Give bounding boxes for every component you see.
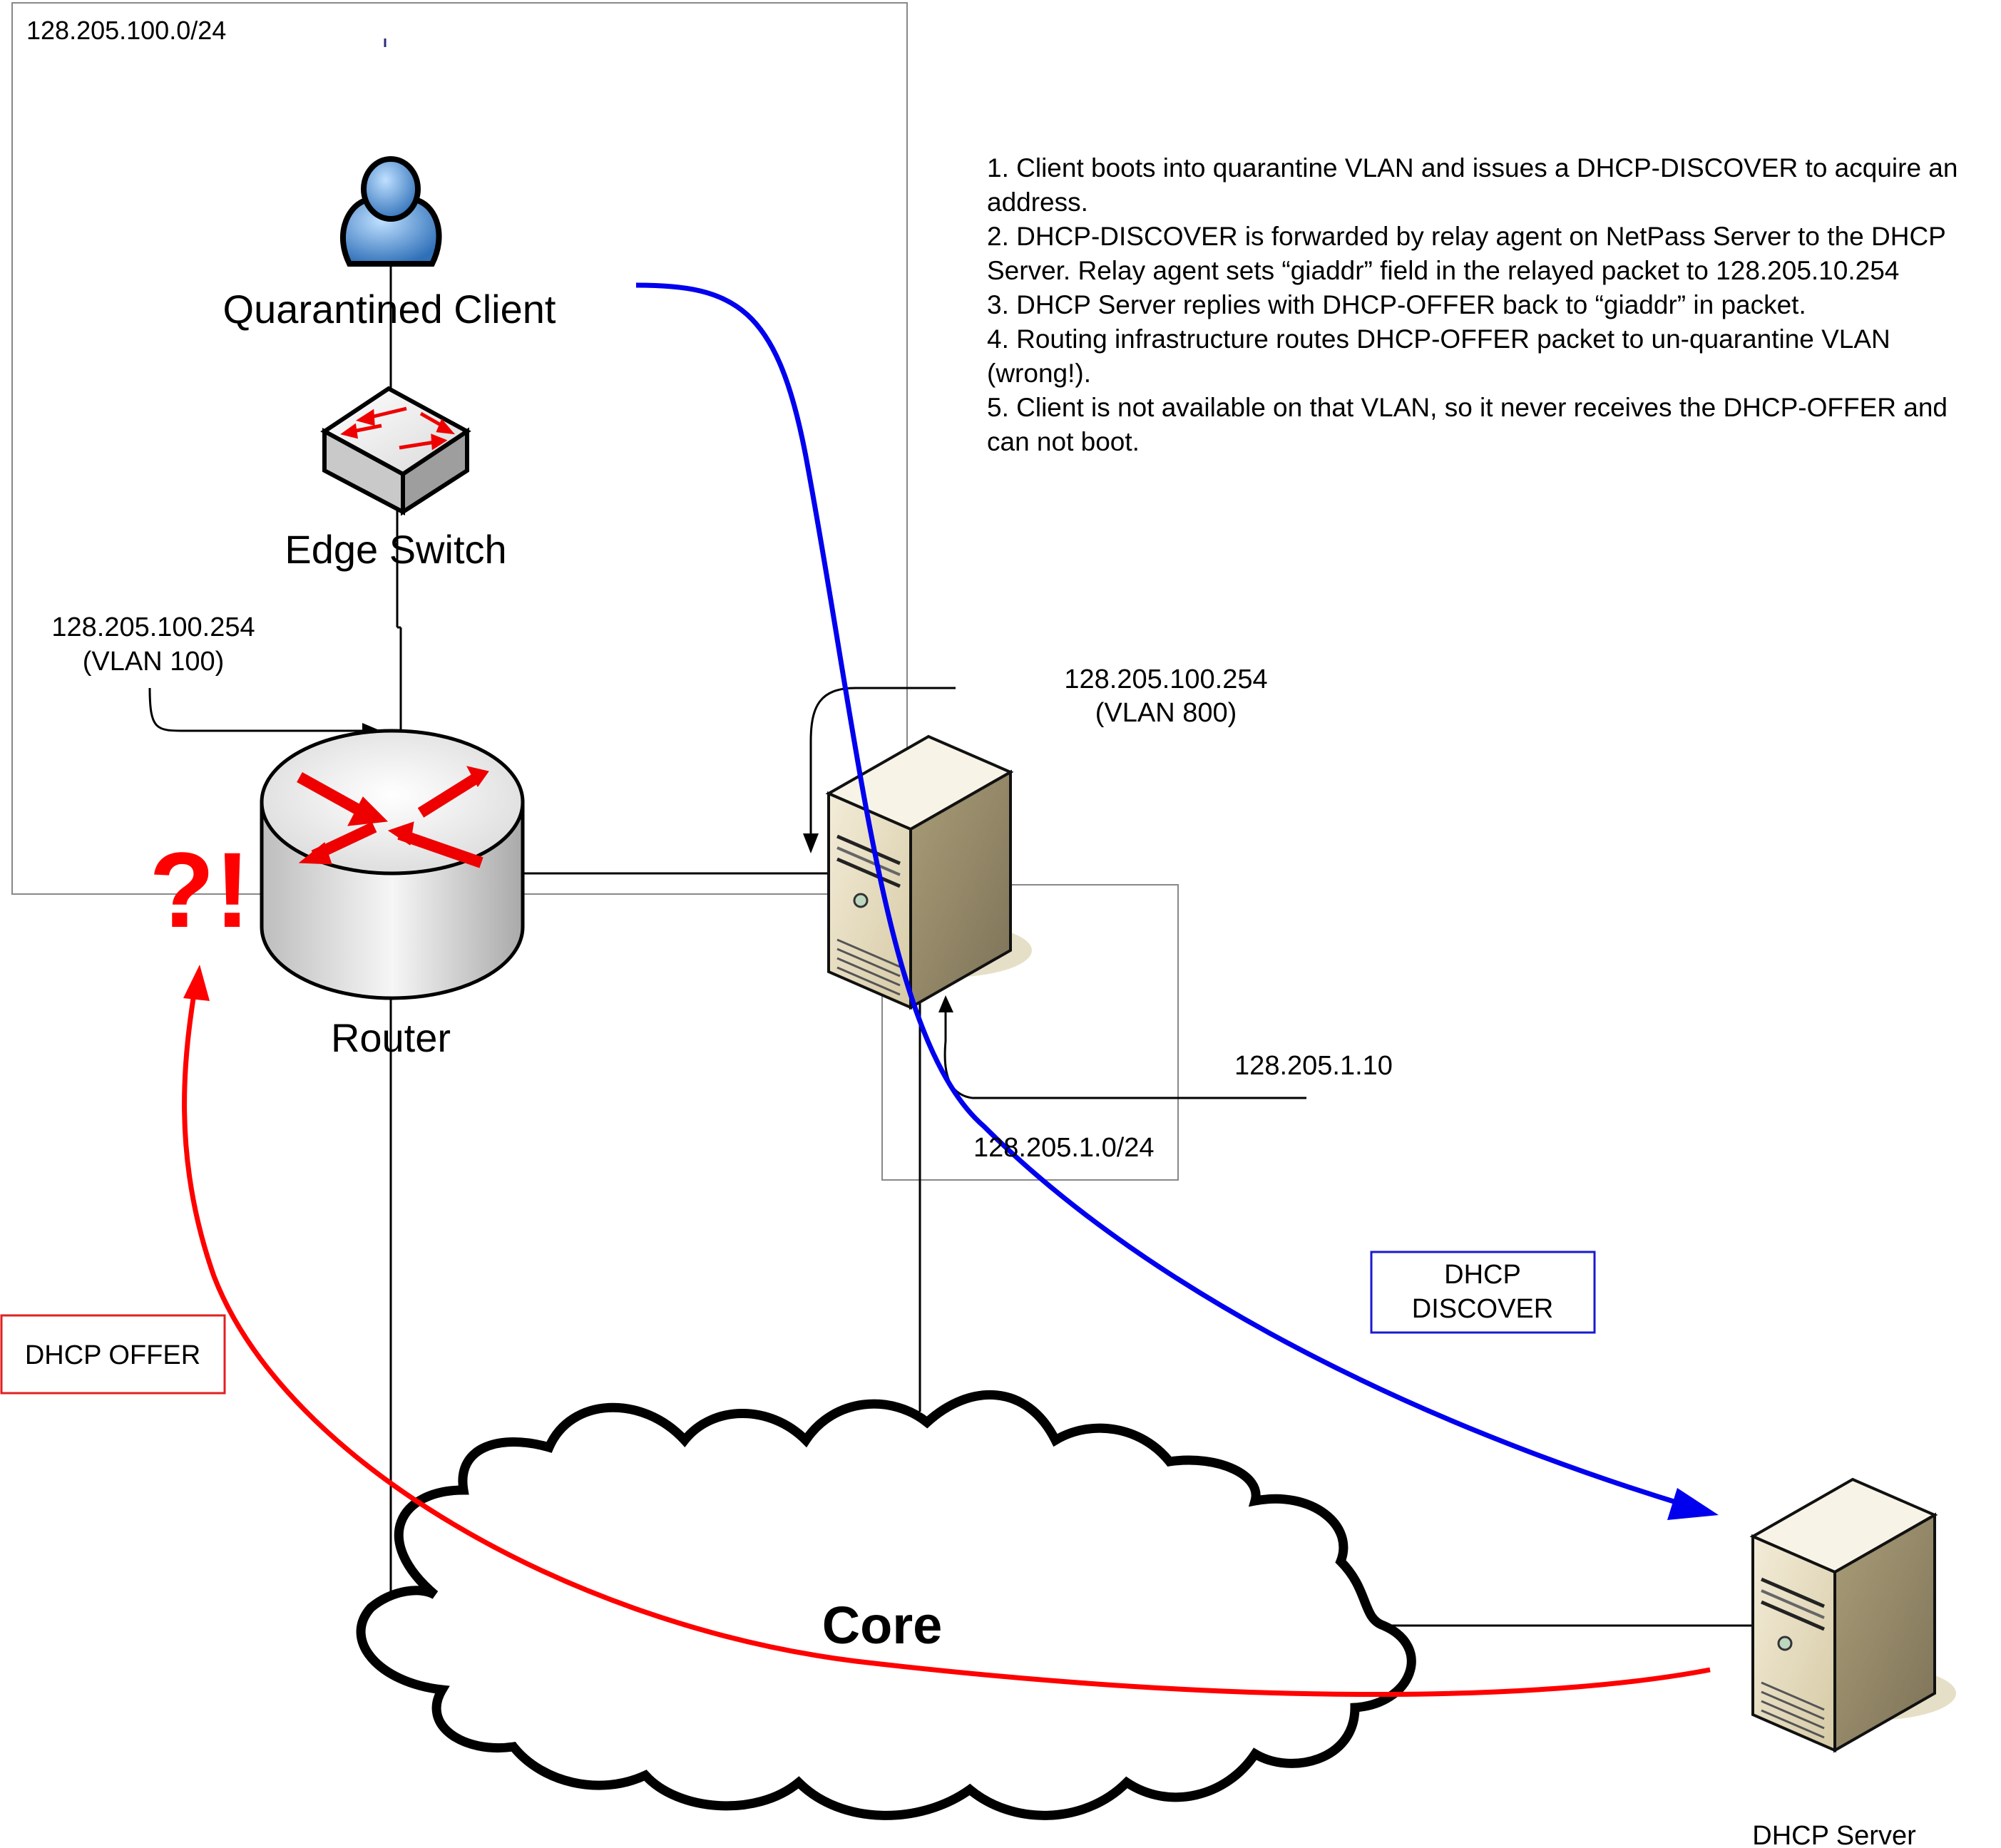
alert-mark: ?! [149, 830, 250, 950]
discover-label-line1: DHCP [1444, 1260, 1521, 1290]
offer-arrowhead[interactable] [183, 965, 210, 1001]
dhcp-server-label: DHCP Server [1752, 1821, 1916, 1848]
router-vlan-label: (VLAN 100) [83, 647, 225, 677]
netpass-server-ip-label: 128.205.1.10 [1234, 1051, 1393, 1081]
discover-arrowhead[interactable] [1667, 1488, 1719, 1520]
netpass-ip-label: 128.205.100.254 [1064, 664, 1267, 694]
step-3: 3. DHCP Server replies with DHCP-OFFER b… [987, 290, 1806, 319]
dhcp-offer-path [182, 980, 1711, 1698]
switch-label: Edge Switch [285, 527, 506, 572]
step-4: 4. Routing infrastructure routes DHCP-OF… [987, 324, 1890, 388]
dhcp-server-icon[interactable] [1753, 1479, 1956, 1750]
steps-description: 1. Client boots into quarantine VLAN and… [987, 151, 1992, 459]
dhcp-discover-path [635, 282, 1684, 1507]
netpass-vlan-label: (VLAN 800) [1095, 698, 1237, 728]
discover-box [1370, 1251, 1596, 1334]
router-ip-label: 128.205.100.254 [51, 612, 255, 642]
server-subnet-box [881, 884, 1179, 1181]
core-cloud [356, 1390, 1416, 1820]
quarantine-subnet-label: 128.205.100.0/24 [26, 16, 226, 45]
server-subnet-label: 128.205.1.0/24 [973, 1133, 1155, 1163]
router-icon[interactable] [260, 729, 525, 1000]
step-2: 2. DHCP-DISCOVER is forwarded by relay a… [987, 222, 1946, 285]
step-1: 1. Client boots into quarantine VLAN and… [987, 153, 1958, 217]
network-links [389, 257, 1756, 1627]
client-label: Quarantined Client [223, 287, 556, 332]
discover-label-line2: DISCOVER [1412, 1294, 1553, 1324]
offer-box [0, 1314, 226, 1395]
switch-icon[interactable] [320, 386, 471, 516]
core-label: Core [822, 1596, 943, 1655]
user-icon[interactable] [340, 156, 442, 267]
router-label: Router [331, 1015, 451, 1060]
offer-label: DHCP OFFER [25, 1340, 200, 1370]
step-5: 5. Client is not available on that VLAN,… [987, 393, 1948, 456]
